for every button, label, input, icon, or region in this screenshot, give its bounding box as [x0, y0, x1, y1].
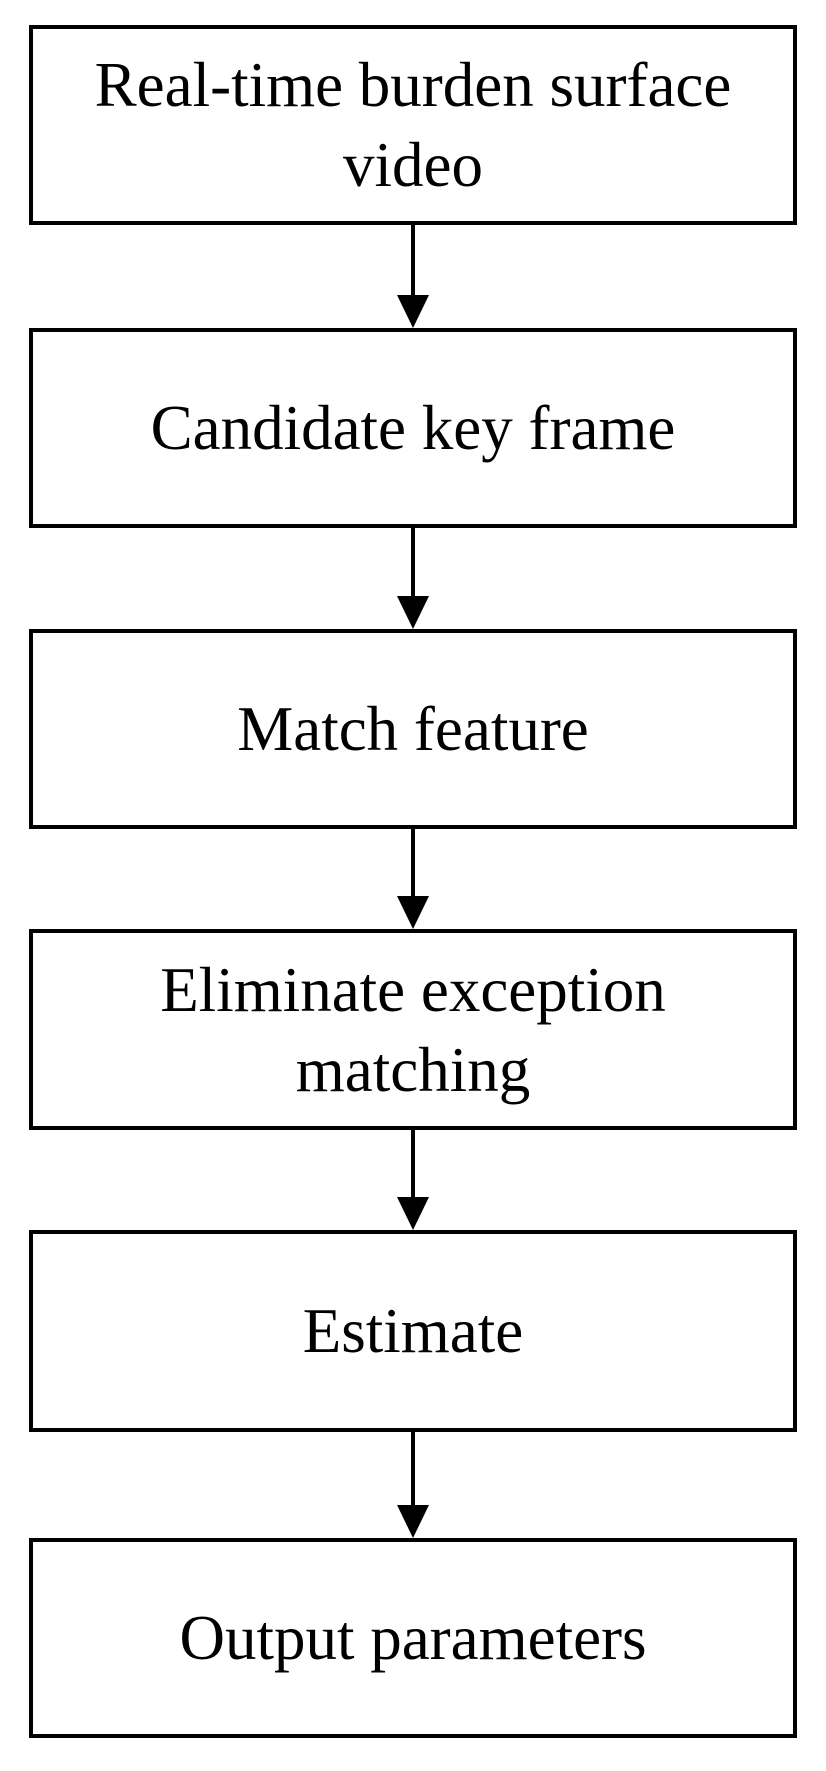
- flow-node-eliminate-exception-matching: Eliminate exception matching: [29, 929, 797, 1130]
- flow-node-match-feature: Match feature: [29, 629, 797, 829]
- flow-node-label: Match feature: [237, 694, 589, 764]
- flow-node-estimate: Estimate: [29, 1230, 797, 1432]
- arrow-stem: [411, 1130, 415, 1197]
- arrow-down-icon: [397, 596, 429, 629]
- flow-node-label: Real-time burden surface video: [94, 50, 732, 200]
- arrow-down-icon: [397, 295, 429, 328]
- flow-node-output-parameters: Output parameters: [29, 1538, 797, 1738]
- arrow-stem: [411, 1432, 415, 1505]
- flow-node-label: Eliminate exception matching: [160, 954, 666, 1105]
- arrow-stem: [411, 225, 415, 295]
- arrow-stem: [411, 528, 415, 596]
- flow-node-real-time-burden-surface-video: Real-time burden surface video: [29, 25, 797, 225]
- arrow-down-icon: [397, 896, 429, 929]
- flow-node-candidate-key-frame: Candidate key frame: [29, 328, 797, 528]
- arrow-stem: [411, 829, 415, 896]
- arrow-down-icon: [397, 1197, 429, 1230]
- flow-node-label: Output parameters: [179, 1603, 647, 1673]
- flow-node-label: Candidate key frame: [150, 393, 676, 463]
- arrow-down-icon: [397, 1505, 429, 1538]
- flow-node-label: Estimate: [302, 1296, 524, 1366]
